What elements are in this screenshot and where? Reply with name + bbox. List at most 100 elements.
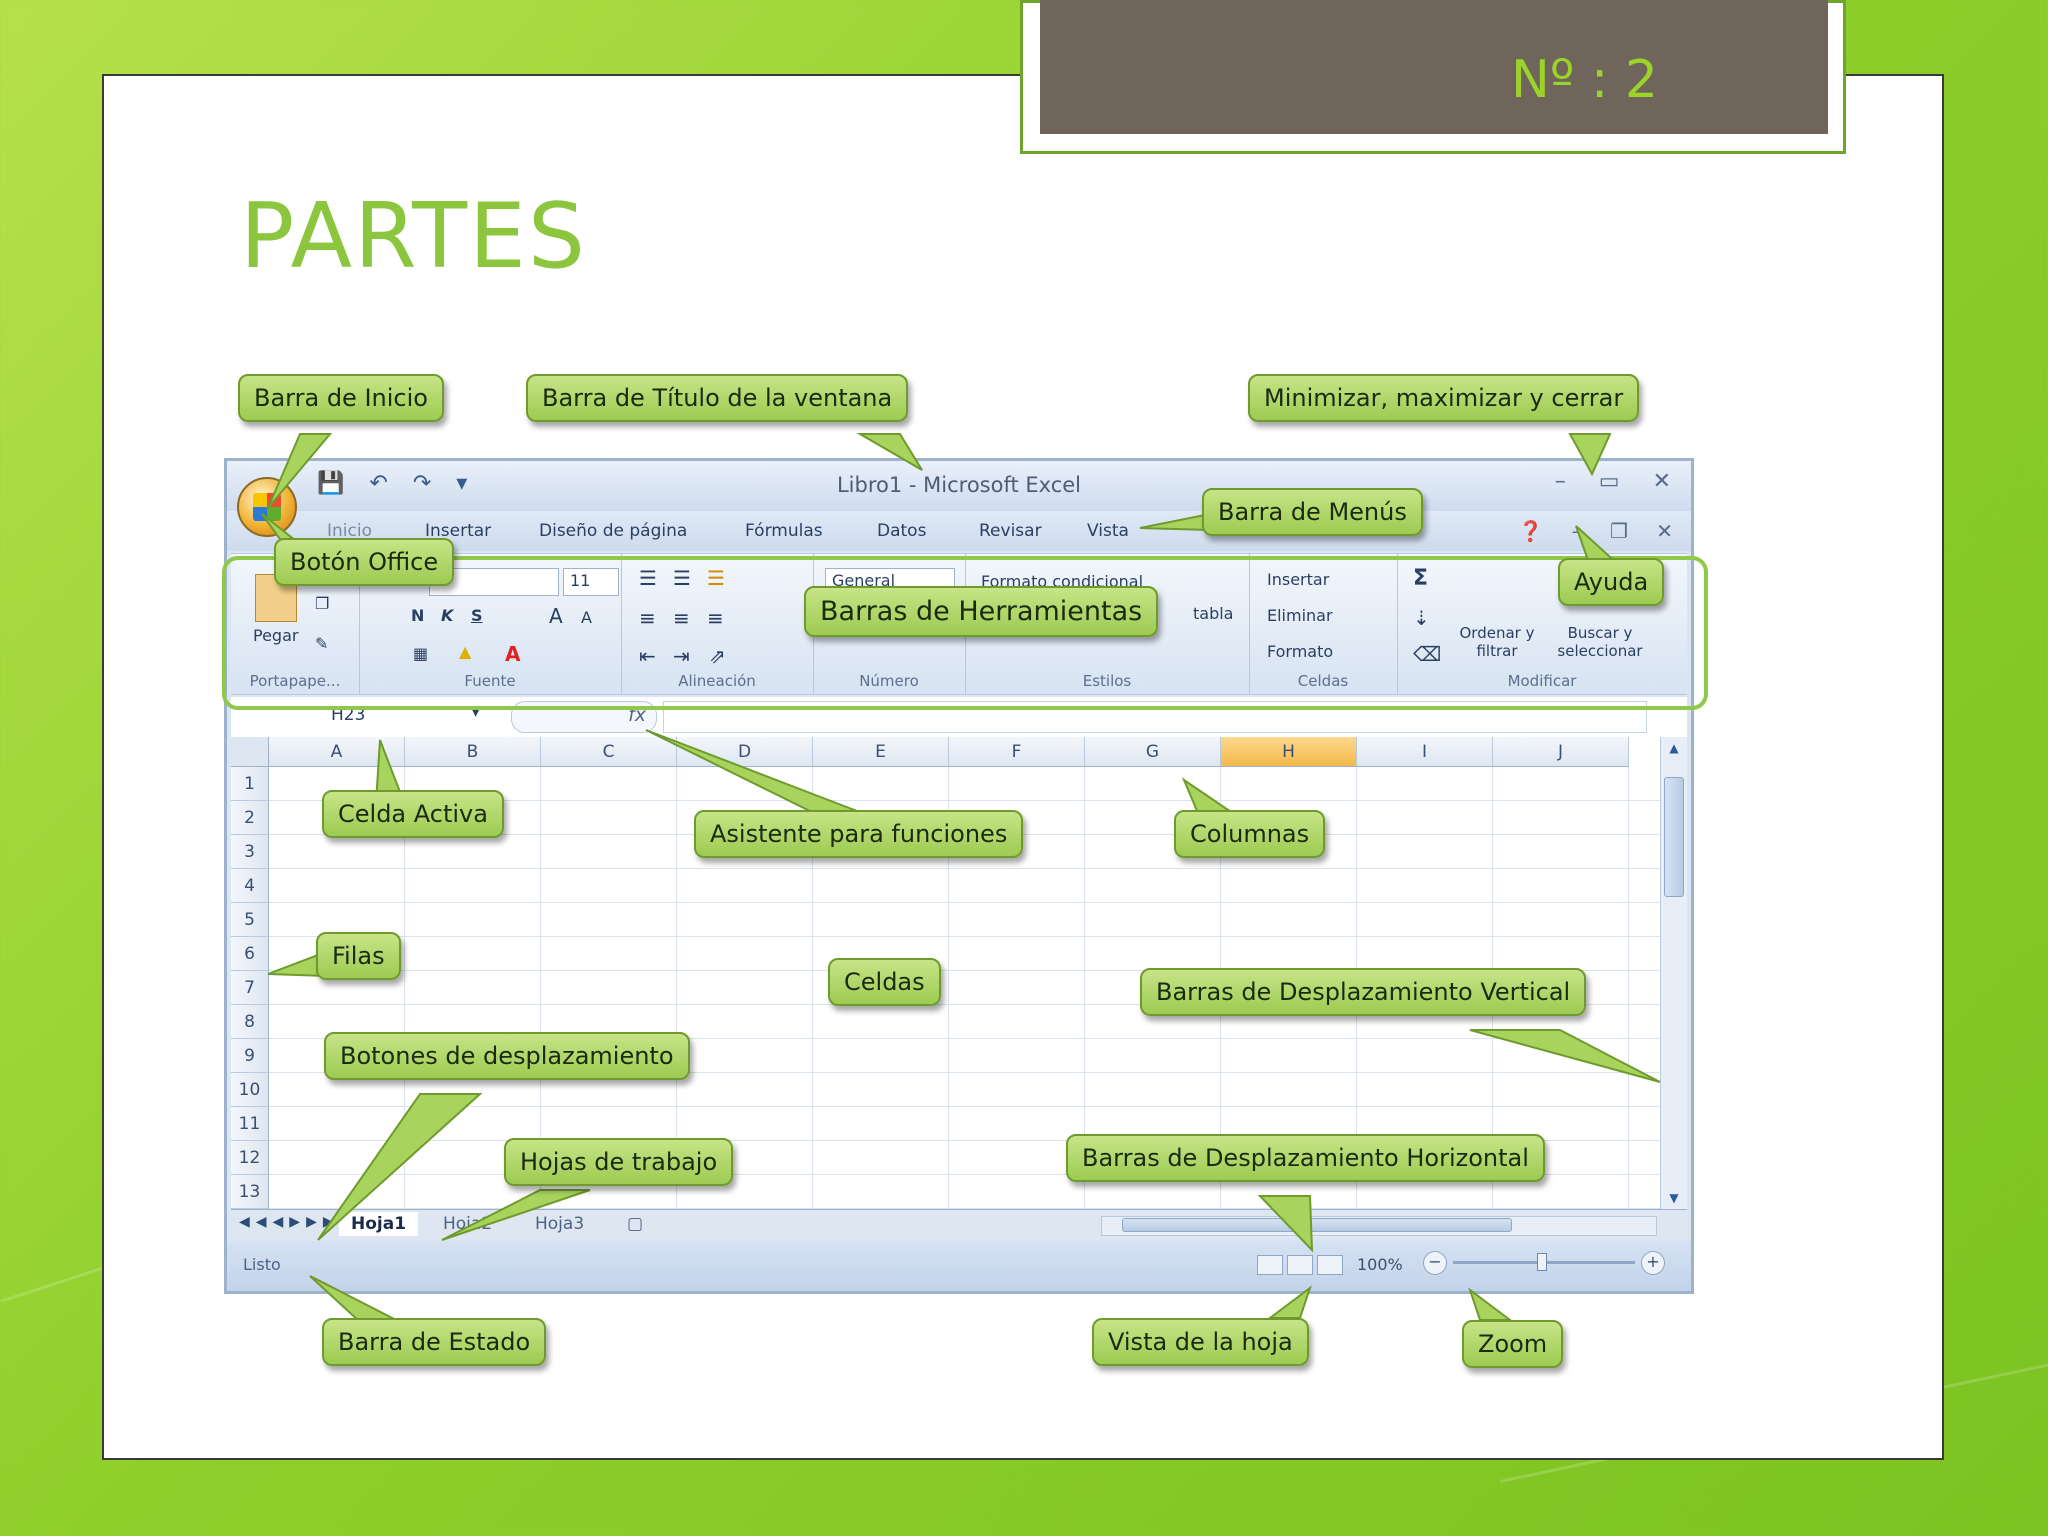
wb-minimize-icon[interactable]: –	[1571, 519, 1582, 543]
grid-row-line	[269, 1072, 1667, 1073]
redo-icon[interactable]: ↷	[412, 471, 432, 496]
row-header-2[interactable]: 2	[231, 801, 269, 835]
column-header-j[interactable]: J	[1493, 737, 1629, 767]
callout-barras-herramientas: Barras de Herramientas	[804, 586, 1159, 637]
view-buttons	[1257, 1255, 1347, 1279]
minimize-icon[interactable]: –	[1554, 469, 1566, 494]
fill-icon[interactable]: ⇣	[1413, 606, 1430, 630]
shrink-font-icon[interactable]: A	[581, 608, 592, 627]
normal-view-icon[interactable]	[1257, 1255, 1283, 1275]
tab-datos[interactable]: Datos	[877, 521, 927, 541]
row-header-4[interactable]: 4	[231, 869, 269, 903]
tab-inicio[interactable]: Inicio	[327, 521, 372, 541]
sheet-tab-hoja3[interactable]: Hoja3	[535, 1214, 585, 1234]
grow-font-icon[interactable]: A	[549, 604, 563, 628]
tab-insertar[interactable]: Insertar	[425, 521, 492, 541]
wb-close-icon[interactable]: ✕	[1656, 519, 1673, 543]
row-header-6[interactable]: 6	[231, 937, 269, 971]
row-header-10[interactable]: 10	[231, 1073, 269, 1107]
align-right-icon[interactable]: ≡	[707, 606, 724, 630]
align-middle-icon[interactable]: ☰	[673, 566, 691, 590]
align-center-icon[interactable]: ≡	[673, 606, 690, 630]
grid-column-line	[1084, 767, 1085, 1209]
underline-button[interactable]: S	[471, 606, 483, 625]
name-box[interactable]: H23 ▼	[241, 703, 491, 731]
delete-button[interactable]: Eliminar	[1267, 606, 1333, 625]
undo-icon[interactable]: ↶	[369, 471, 388, 496]
row-header-13[interactable]: 13	[231, 1175, 269, 1209]
slide-number-box: Nº : 2	[1040, 0, 1828, 134]
grid-column-line	[404, 767, 405, 1209]
page-break-view-icon[interactable]	[1317, 1255, 1343, 1275]
find-select-button[interactable]: Buscar y seleccionar	[1557, 624, 1643, 660]
vertical-scroll-thumb[interactable]	[1664, 777, 1684, 897]
select-all-corner[interactable]	[231, 737, 269, 767]
zoom-level[interactable]: 100%	[1357, 1255, 1403, 1274]
copy-icon[interactable]: ❐	[315, 594, 330, 613]
table-format-button[interactable]: tabla	[1193, 604, 1234, 623]
close-icon[interactable]: ✕	[1652, 469, 1671, 494]
clear-icon[interactable]: ⌫	[1413, 642, 1442, 666]
borders-icon[interactable]: ▦	[413, 644, 429, 663]
group-label: Estilos	[1082, 672, 1132, 690]
column-header-c[interactable]: C	[541, 737, 677, 767]
scroll-down-icon[interactable]: ▼	[1669, 1191, 1679, 1205]
fill-color-icon[interactable]: ▲	[459, 642, 472, 661]
column-header-f[interactable]: F	[949, 737, 1085, 767]
zoom-in-icon[interactable]: +	[1641, 1251, 1665, 1275]
column-header-d[interactable]: D	[677, 737, 813, 767]
group-editing: Σ ⇣ ⌫ Ordenar y filtrar Buscar y selecci…	[1397, 554, 1687, 694]
zoom-slider-thumb[interactable]	[1537, 1253, 1547, 1271]
wb-restore-icon[interactable]: ❐	[1609, 519, 1628, 543]
format-painter-icon[interactable]: ✎	[315, 634, 329, 653]
italic-button[interactable]: K	[441, 606, 454, 625]
align-left-icon[interactable]: ≡	[639, 606, 656, 630]
align-top-icon[interactable]: ☰	[639, 566, 657, 590]
name-box-dropdown-icon[interactable]: ▼	[470, 703, 481, 719]
new-sheet-icon[interactable]: ▢	[627, 1214, 644, 1234]
row-header-12[interactable]: 12	[231, 1141, 269, 1175]
orientation-icon[interactable]: ⇗	[709, 644, 726, 668]
row-header-1[interactable]: 1	[231, 767, 269, 801]
column-header-h[interactable]: H	[1221, 737, 1357, 767]
callout-vista-hoja: Vista de la hoja	[1092, 1318, 1309, 1366]
horizontal-scroll-thumb[interactable]	[1122, 1218, 1512, 1232]
insert-button[interactable]: Insertar	[1267, 570, 1330, 589]
font-color-icon[interactable]: A	[505, 642, 521, 666]
font-size-box[interactable]: 11	[563, 568, 619, 596]
horizontal-scrollbar[interactable]	[1101, 1216, 1657, 1236]
format-button[interactable]: Formato	[1267, 642, 1334, 661]
decrease-indent-icon[interactable]: ⇤	[639, 644, 656, 668]
row-header-5[interactable]: 5	[231, 903, 269, 937]
tab-revisar[interactable]: Revisar	[979, 521, 1042, 541]
sheet-nav-buttons[interactable]: ◀◀◀▶▶▶	[239, 1214, 340, 1230]
row-header-11[interactable]: 11	[231, 1107, 269, 1141]
row-header-9[interactable]: 9	[231, 1039, 269, 1073]
increase-indent-icon[interactable]: ⇥	[673, 644, 690, 668]
tab-vista[interactable]: Vista	[1087, 521, 1129, 541]
sort-filter-button[interactable]: Ordenar y filtrar	[1459, 624, 1535, 660]
customize-qat-icon[interactable]: ▾	[456, 471, 468, 496]
tab-formulas[interactable]: Fórmulas	[745, 521, 823, 541]
tab-diseno[interactable]: Diseño de página	[539, 521, 688, 541]
row-header-3[interactable]: 3	[231, 835, 269, 869]
row-header-7[interactable]: 7	[231, 971, 269, 1005]
column-header-i[interactable]: I	[1357, 737, 1493, 767]
column-header-b[interactable]: B	[405, 737, 541, 767]
zoom-out-icon[interactable]: −	[1423, 1251, 1447, 1275]
column-header-e[interactable]: E	[813, 737, 949, 767]
column-header-g[interactable]: G	[1085, 737, 1221, 767]
bold-button[interactable]: N	[411, 606, 425, 625]
help-icon[interactable]: ❓	[1518, 519, 1544, 543]
maximize-icon[interactable]: ▭	[1598, 469, 1620, 494]
sheet-tab-hoja2[interactable]: Hoja2	[443, 1214, 493, 1234]
page-layout-view-icon[interactable]	[1287, 1255, 1313, 1275]
vertical-scrollbar[interactable]: ▲ ▼	[1660, 737, 1687, 1209]
scroll-up-icon[interactable]: ▲	[1669, 741, 1679, 755]
row-header-8[interactable]: 8	[231, 1005, 269, 1039]
office-button[interactable]	[237, 477, 297, 537]
column-header-a[interactable]: A	[269, 737, 405, 767]
align-bottom-icon[interactable]: ☰	[707, 566, 725, 590]
sheet-tab-hoja1[interactable]: Hoja1	[339, 1212, 419, 1236]
autosum-icon[interactable]: Σ	[1413, 566, 1429, 591]
